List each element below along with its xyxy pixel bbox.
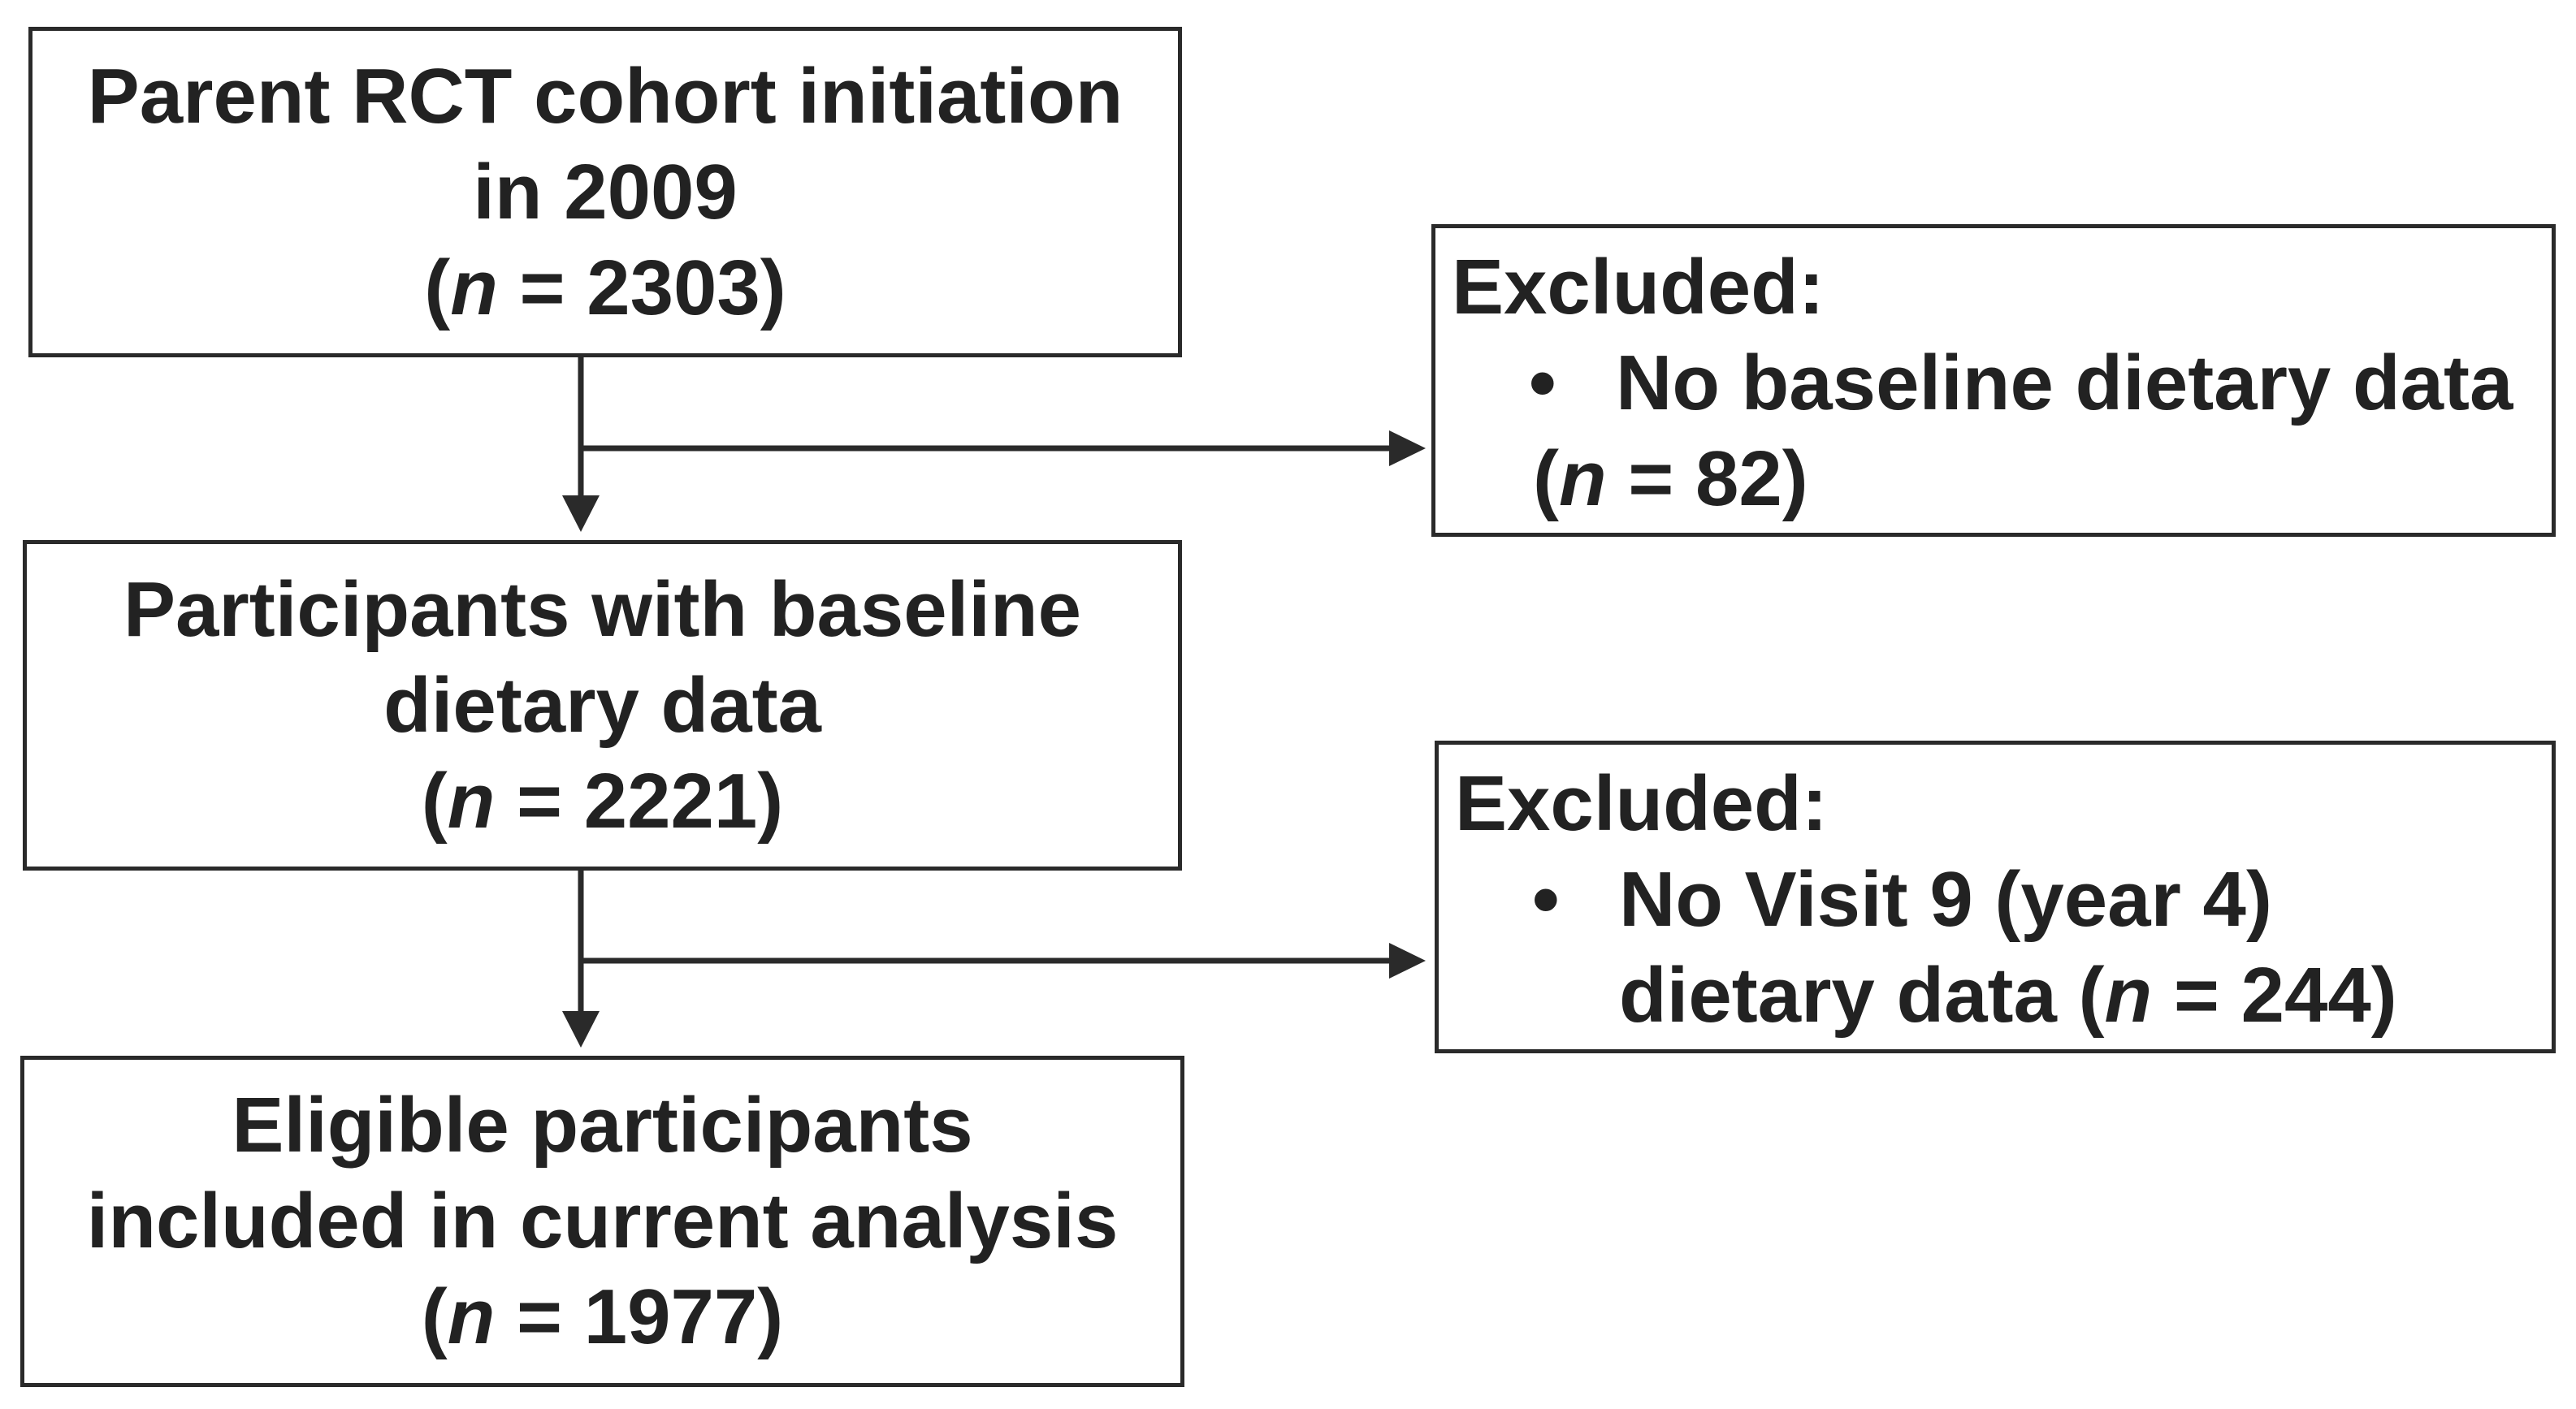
eligible-count-open: (	[421, 1273, 448, 1360]
arrowhead-to-exclusion-1	[1389, 430, 1426, 466]
cohort-box: Parent RCT cohort initiation in 2009 (n …	[28, 27, 1182, 357]
arrowhead-to-exclusion-2	[1389, 943, 1426, 979]
arrowhead-baseline-to-eligible	[562, 1011, 600, 1048]
baseline-line-1: Participants with baseline	[123, 565, 1081, 653]
baseline-count-value: = 2221)	[495, 757, 784, 845]
eligible-count-var: n	[447, 1273, 496, 1360]
arrowhead-cohort-to-baseline	[562, 495, 600, 532]
eligible-count-value: = 1977)	[495, 1273, 784, 1360]
cohort-count-open: (	[424, 244, 451, 331]
baseline-box: Participants with baseline dietary data …	[23, 540, 1182, 871]
exclusion-2-count-value: = 244)	[2152, 952, 2397, 1039]
exclusion-1-item: • No baseline dietary data	[1452, 335, 2552, 431]
cohort-line-2: in 2009	[473, 148, 738, 236]
cohort-line-1: Parent RCT cohort initiation	[87, 52, 1123, 140]
exclusion-box-1: Excluded: • No baseline dietary data (n …	[1431, 224, 2556, 537]
baseline-count: (n = 2221)	[422, 754, 784, 849]
exclusion-2-count-var: n	[2104, 952, 2153, 1039]
exclusion-2-item: • No Visit 9 (year 4)	[1455, 852, 2552, 948]
exclusion-1-item-text: No baseline dietary data	[1616, 339, 2513, 426]
exclusion-2-title: Excluded:	[1455, 760, 1828, 847]
exclusion-1-count: (n = 82)	[1452, 431, 2552, 527]
exclusion-2-item-line-2: dietary data (	[1619, 952, 2105, 1039]
exclusion-box-2: Excluded: • No Visit 9 (year 4) dietary …	[1435, 741, 2556, 1053]
cohort-count: (n = 2303)	[424, 240, 786, 336]
baseline-line-2: dietary data	[383, 661, 821, 749]
exclusion-1-count-value: = 82)	[1606, 435, 1808, 522]
cohort-count-var: n	[450, 244, 498, 331]
exclusion-1-count-open: (	[1533, 435, 1559, 522]
exclusion-2-bullet: •	[1532, 856, 1560, 943]
cohort-count-value: = 2303)	[497, 244, 786, 331]
exclusion-2-item-cont: dietary data (n = 244)	[1455, 948, 2552, 1044]
exclusion-1-title: Excluded:	[1452, 244, 1825, 331]
exclusion-1-bullet: •	[1529, 339, 1556, 426]
eligible-box: Eligible participants included in curren…	[20, 1056, 1184, 1387]
baseline-count-open: (	[421, 757, 448, 845]
exclusion-2-item-text: No Visit 9 (year 4)	[1619, 856, 2272, 943]
exclusion-1-count-var: n	[1558, 435, 1607, 522]
eligible-line-2: included in current analysis	[86, 1178, 1119, 1264]
eligible-count: (n = 1977)	[422, 1269, 784, 1365]
eligible-line-1: Eligible participants	[232, 1082, 973, 1169]
baseline-count-var: n	[447, 757, 496, 845]
